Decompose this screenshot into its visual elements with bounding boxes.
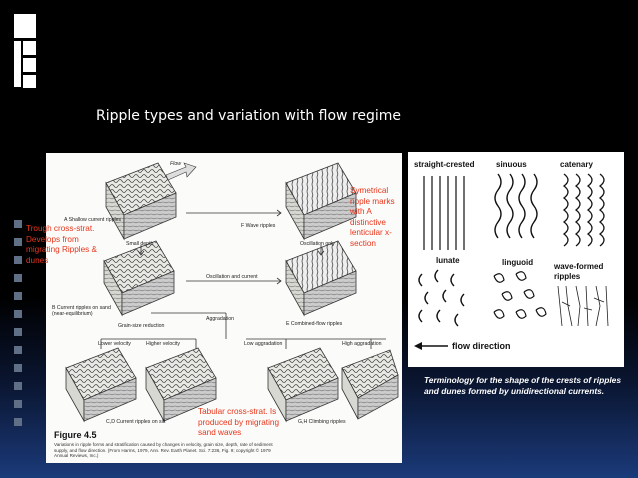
label-flow: Flow bbox=[170, 161, 181, 167]
label-linguoid: linguoid bbox=[502, 258, 534, 267]
block-e bbox=[285, 240, 357, 317]
label-high-aggradation: High aggradation bbox=[342, 341, 382, 347]
figure-caption: Variations in ripple forms and stratific… bbox=[54, 442, 273, 459]
label-flow-direction: flow direction bbox=[452, 341, 511, 351]
label-lower-velocity: Lower velocity bbox=[98, 341, 131, 347]
label-wave-formed: wave-formed ripples bbox=[554, 262, 604, 281]
label-b: B Current ripples on sand (near-equilibr… bbox=[52, 305, 111, 317]
slide-logo bbox=[14, 14, 38, 90]
label-a: A Shallow current ripples bbox=[64, 217, 122, 223]
label-small-depth: Small depth bbox=[126, 241, 154, 247]
annotation-symmetrical-ripples: Symetrical ripple marks with A distincti… bbox=[350, 186, 395, 248]
block-gh bbox=[267, 347, 399, 423]
label-grain-size: Grain-size reduction bbox=[118, 323, 165, 329]
label-oscillation-current: Oscillation and current bbox=[206, 274, 258, 280]
flow-direction-arrow bbox=[414, 342, 448, 350]
crest-terminology-figure: straight-crested sinuous catenary lunate… bbox=[408, 152, 624, 367]
block-cd bbox=[65, 347, 217, 423]
block-f bbox=[285, 162, 357, 241]
right-figure-caption: Terminology for the shape of the crests … bbox=[424, 375, 622, 396]
label-cd: C,D Current ripples on silt bbox=[106, 419, 166, 425]
label-e: E Combined-flow ripples bbox=[286, 321, 343, 327]
annotation-trough-cross-strat: Trough cross-strat. Develops from migrat… bbox=[26, 224, 97, 265]
slide-title: Ripple types and variation with flow reg… bbox=[96, 108, 402, 124]
block-b bbox=[103, 240, 175, 317]
label-higher-velocity: Higher velocity bbox=[146, 341, 181, 347]
lunate-shapes bbox=[418, 269, 465, 327]
label-catenary: catenary bbox=[560, 160, 593, 169]
block-diagrams-graphic bbox=[65, 162, 399, 423]
annotation-tabular-cross-strat: Tabular cross-strat. Is produced by migr… bbox=[198, 407, 280, 438]
catenary-lines bbox=[562, 173, 605, 247]
linguoid-shapes bbox=[493, 271, 547, 319]
label-gh: G,H Climbing ripples bbox=[298, 419, 346, 425]
label-straight-crested: straight-crested bbox=[414, 160, 475, 169]
label-oscillation-only: Oscillation only bbox=[300, 241, 335, 247]
sinuous-lines bbox=[494, 173, 538, 239]
side-bars bbox=[14, 220, 22, 436]
block-a bbox=[105, 162, 177, 241]
ripple-block-diagram-figure: A Shallow current ripples Small depth F … bbox=[46, 153, 402, 463]
straight-crested-lines bbox=[423, 176, 465, 250]
flow-arrow bbox=[165, 162, 197, 181]
figure-title: Figure 4.5 bbox=[54, 430, 97, 440]
label-f: F Wave ripples bbox=[241, 223, 276, 229]
label-low-aggradation: Low aggradation bbox=[244, 341, 283, 347]
connector-arrows bbox=[100, 209, 386, 349]
label-sinuous: sinuous bbox=[496, 160, 527, 169]
crest-shapes-graphic bbox=[414, 173, 609, 350]
label-lunate: lunate bbox=[436, 256, 460, 265]
label-aggradation: Aggradation bbox=[206, 316, 234, 322]
wave-formed-lines bbox=[557, 285, 609, 327]
